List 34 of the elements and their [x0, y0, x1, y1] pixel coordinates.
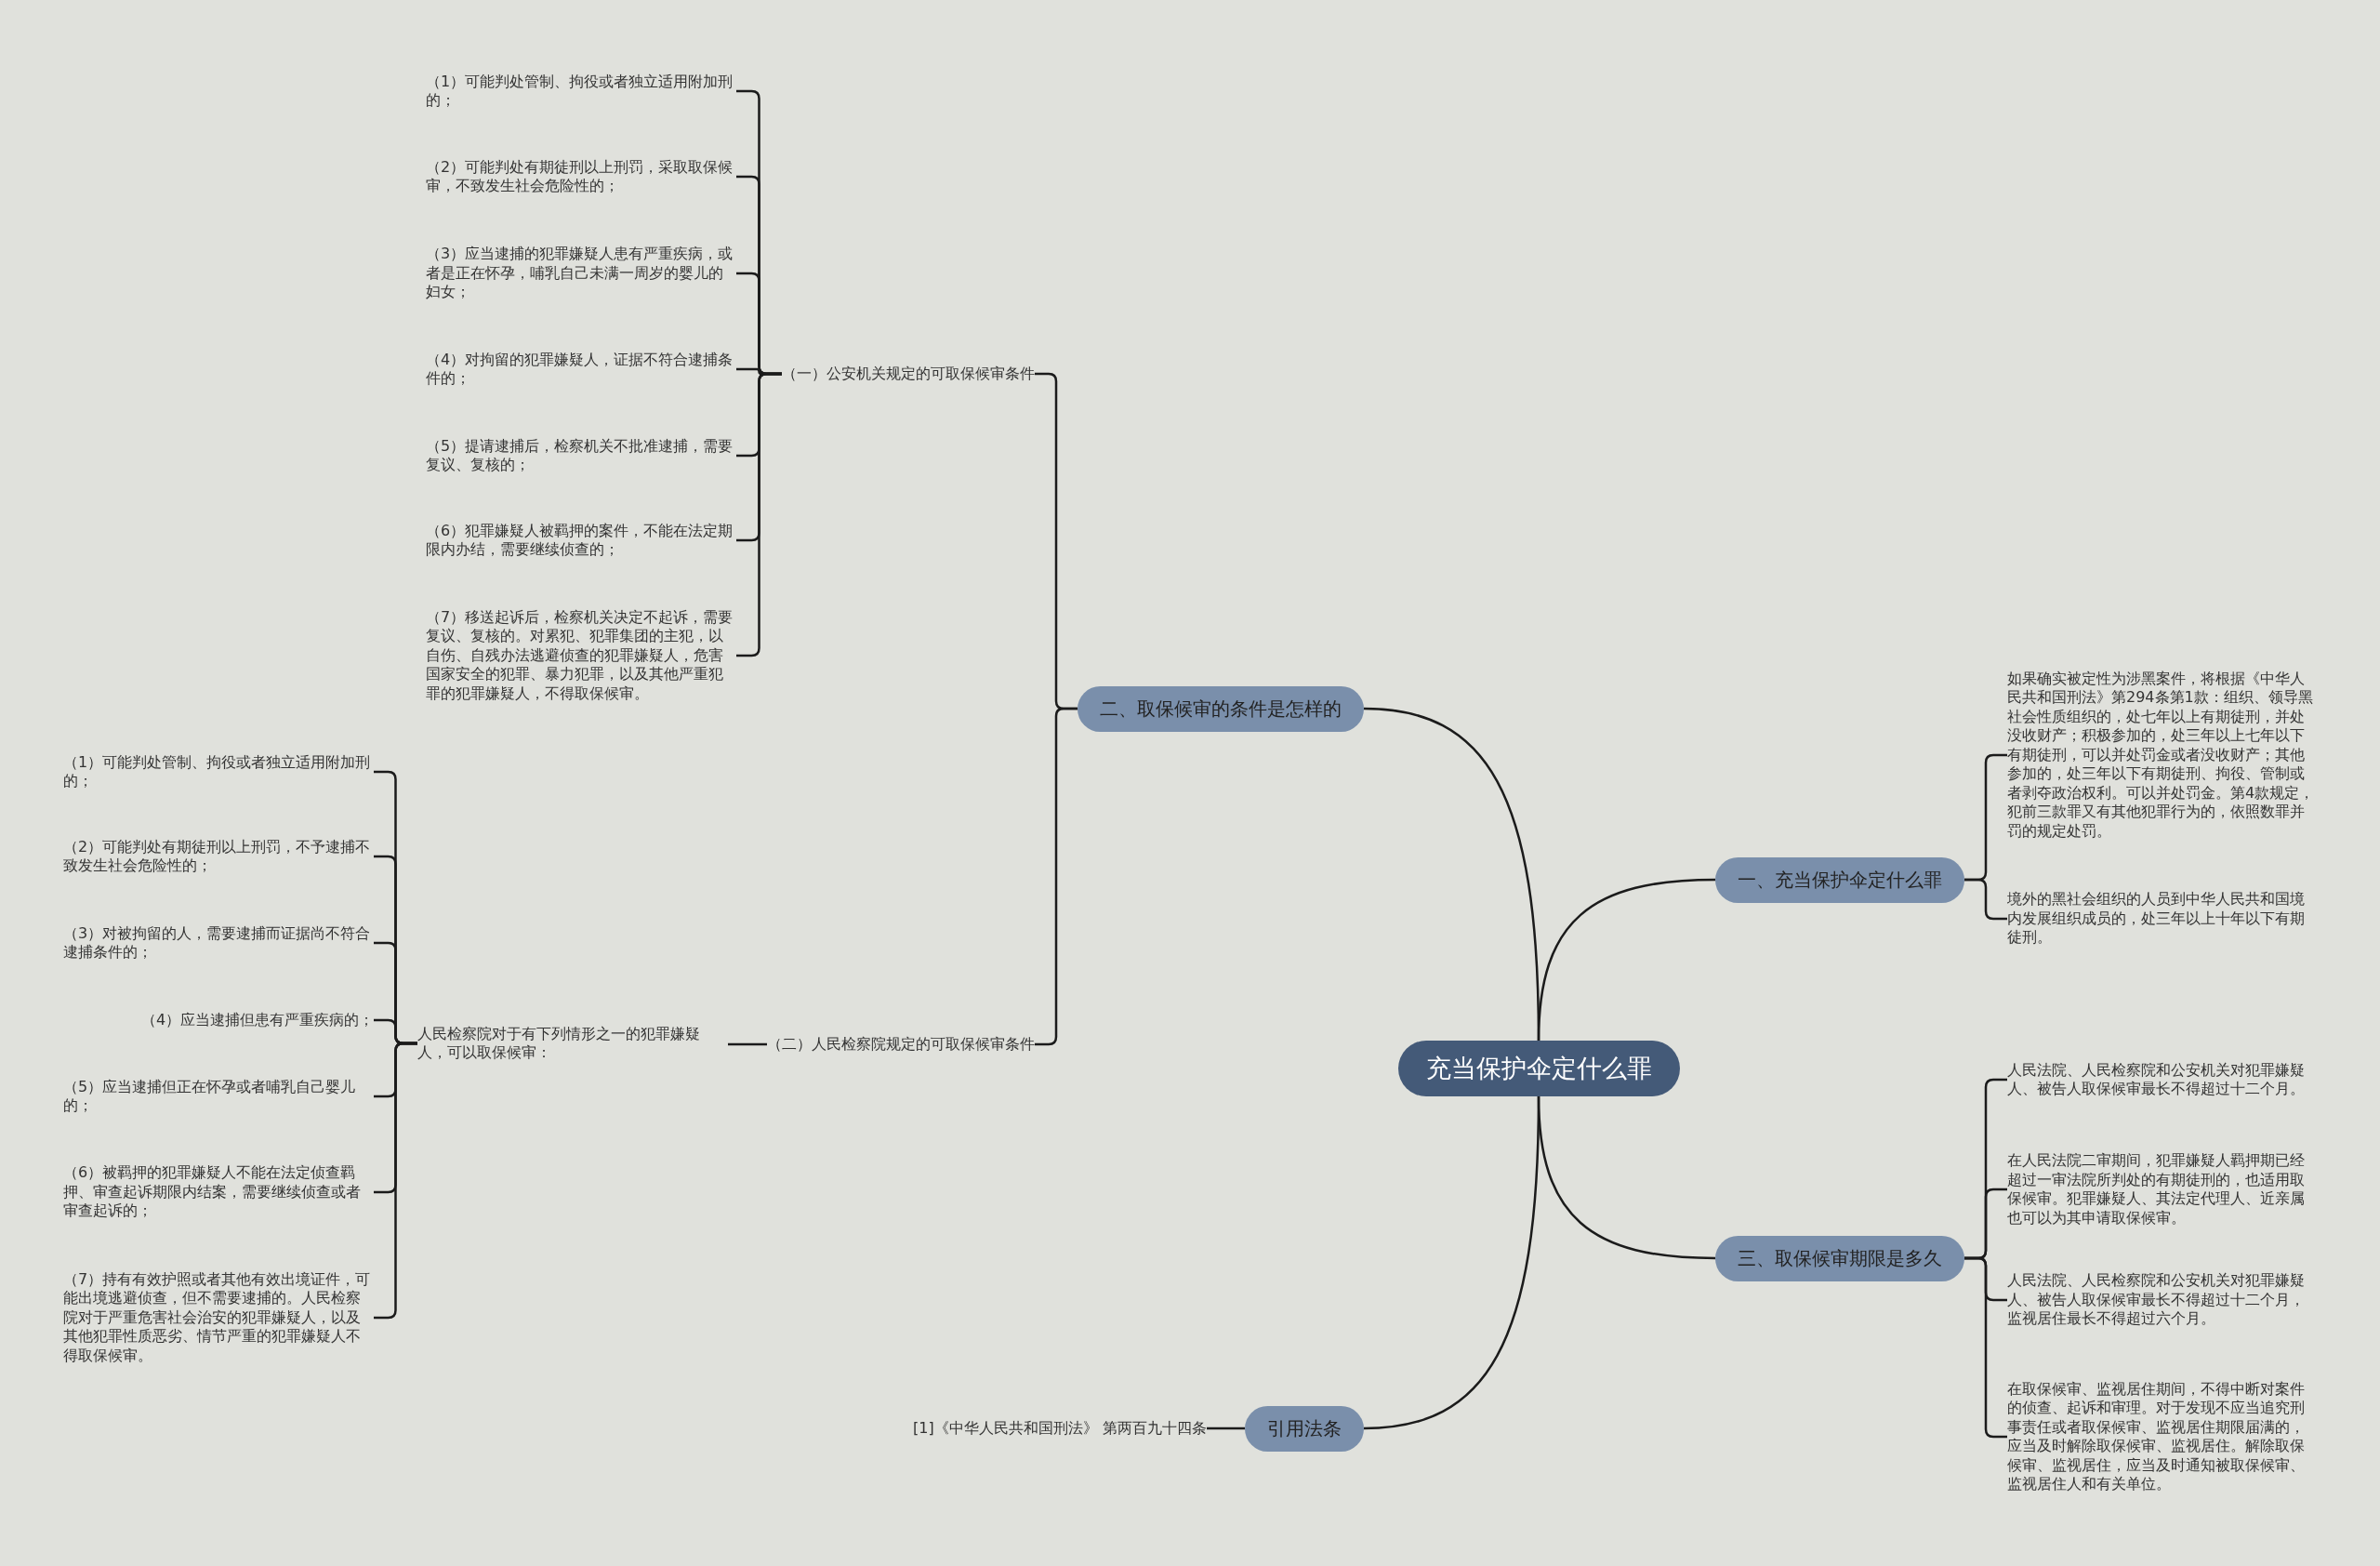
leaf-text: （6）犯罪嫌疑人被羁押的案件，不能在法定期限内办结，需要继续侦查的； [426, 521, 736, 560]
topic-pill: 二、取保候审的条件是怎样的 [1078, 685, 1364, 732]
connector-line [1964, 878, 2007, 921]
leaf-text: （4）对拘留的犯罪嫌疑人，证据不符合逮捕条件的； [426, 350, 736, 389]
leaf-text: （1）可能判处管制、拘役或者独立适用附加刑的； [63, 752, 374, 791]
leaf-text: 人民法院、人民检察院和公安机关对犯罪嫌疑人、被告人取保候审最长不得超过十二个月。 [2007, 1060, 2318, 1099]
leaf-text: （6）被羁押的犯罪嫌疑人不能在法定侦查羁押、审查起诉期限内结案，需要继续侦查或者审查起诉的； [63, 1163, 374, 1221]
leaf-text: （5）应当逮捕但正在怀孕或者哺乳自己婴儿的； [63, 1077, 374, 1116]
topic-pill: 三、取保候审期限是多久 [1715, 1235, 1964, 1281]
connector-line [1537, 878, 1716, 1042]
leaf-text: 如果确实被定性为涉黑案件，将根据《中华人民共和国刑法》第294条第1款：组织、领导黑社会性质组织的，处七年以上有期徒刑，并处没收财产；积极参加的，处三年以上七年以下有期徒刑，可以并处罚金或者没收财产；其他参加的，处三年以下有期徒刑、拘役、管制或者剥夺政治权利。可以并处罚金。第4款规定，犯前三款罪又有其他犯罪行为的，依照数罪并罚的规定处罚。 [2007, 669, 2318, 841]
leaf-text: （1）可能判处管制、拘役或者独立适用附加刑的； [426, 72, 736, 111]
leaf-text: （3）应当逮捕的犯罪嫌疑人患有严重疾病，或者是正在怀孕，哺乳自己未满一周岁的婴儿的妇女； [426, 245, 736, 302]
subtopic-text: （一）公安机关规定的可取保候审条件 [782, 363, 1035, 385]
subtopic-text: （二）人民检察院规定的可取保候审条件 [767, 1033, 1035, 1055]
central-topic: 充当保护伞定什么罪 [1397, 1041, 1680, 1096]
leaf-text: （2）可能判处有期徒刑以上刑罚，采取取保候审，不致发生社会危险性的； [426, 157, 736, 196]
leaf-text: （4）应当逮捕但患有严重疾病的； [141, 1010, 375, 1029]
leaf-text: 在取保候审、监视居住期间，不得中断对案件的侦查、起诉和审理。对于发现不应当追究刑事责任或者取保候审、监视居住期限届满的，应当及时解除取保候审、监视居住。解除取保候审、监视居住，应当及时通知被取保候审、监视居住人和有关单位。 [2007, 1379, 2318, 1494]
connector-line [1363, 1095, 1540, 1430]
leaf-text: （5）提请逮捕后，检察机关不批准逮捕，需要复议、复核的； [426, 436, 736, 475]
leaf-text: 人民检察院对于有下列情形之一的犯罪嫌疑人，可以取保候审： [417, 1024, 728, 1063]
leaf-text: （3）对被拘留的人，需要逮捕而证据尚不符合逮捕条件的； [63, 923, 374, 962]
connector-line [1207, 1427, 1245, 1430]
leaf-text: （7）持有有效护照或者其他有效出境证件，可能出境逃避侦查，但不需要逮捕的。人民检察院对于严重危害社会治安的犯罪嫌疑人，以及其他犯罪性质恶劣、情节严重的犯罪嫌疑人不得取保候审。 [63, 1269, 374, 1365]
leaf-text: 人民法院、人民检察院和公安机关对犯罪嫌疑人、被告人取保候审最长不得超过十二个月，监视居住最长不得超过六个月。 [2007, 1271, 2318, 1329]
leaf-text: （7）移送起诉后，检察机关决定不起诉，需要复议、复核的。对累犯、犯罪集团的主犯，以自伤、自残办法逃避侦查的犯罪嫌疑人，危害国家安全的犯罪、暴力犯罪，以及其他严重犯罪的犯罪嫌疑人，不得取保候审。 [426, 607, 736, 703]
topic-pill: 一、充当保护伞定什么罪 [1715, 856, 1964, 903]
leaf-text: 在人民法院二审期间，犯罪嫌疑人羁押期已经超过一审法院所判处的有期徒刑的，也适用取保候审。犯罪嫌疑人、其法定代理人、近亲属也可以为其申请取保候审。 [2007, 1151, 2318, 1228]
leaf-text: 境外的黑社会组织的人员到中华人民共和国境内发展组织成员的，处三年以上十年以下有期徒刑。 [2007, 890, 2318, 948]
connector-line [728, 1042, 767, 1046]
leaf-text: （2）可能判处有期徒刑以上刑罚，不予逮捕不致发生社会危险性的； [63, 837, 374, 876]
topic-pill: 引用法条 [1245, 1405, 1364, 1452]
citation-text: [1]《中华人民共和国刑法》 第两百九十四条 [913, 1417, 1207, 1440]
